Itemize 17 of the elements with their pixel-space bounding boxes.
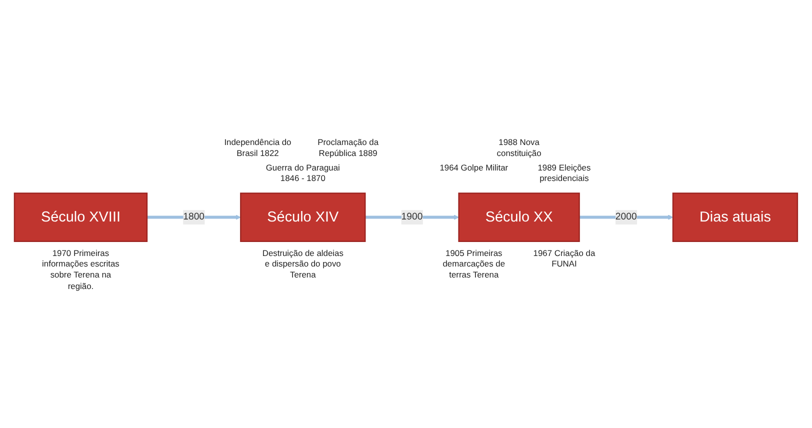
event-note: 1967 Criação da FUNAI: [532, 247, 596, 270]
event-note: 1989 Eleições presidenciais: [536, 162, 592, 184]
event-note: 1970 Primeiras informações escritas sobre Terena na região.: [41, 247, 120, 292]
era-box: Século XVIII: [14, 192, 148, 242]
event-note: Guerra do Paraguai 1846 - 1870: [264, 162, 341, 184]
era-box: Século XIV: [240, 192, 366, 242]
arrow: [365, 214, 460, 220]
event-note: Proclamação da República 1889: [316, 136, 380, 158]
era-box: Século XX: [458, 192, 580, 242]
event-note: Independência do Brasil 1822: [223, 136, 292, 158]
era-box: Dias atuais: [672, 192, 798, 242]
arrow: [579, 214, 674, 220]
arrow: [147, 214, 241, 220]
event-note: 1988 Nova constituição: [496, 136, 542, 158]
event-note: Destruição de aldeias e dispersão do povo Terena: [261, 247, 344, 280]
event-note: 1905 Primeiras demarcações de terras Terena: [442, 247, 506, 280]
event-note: 1964 Golpe Militar: [438, 162, 510, 173]
